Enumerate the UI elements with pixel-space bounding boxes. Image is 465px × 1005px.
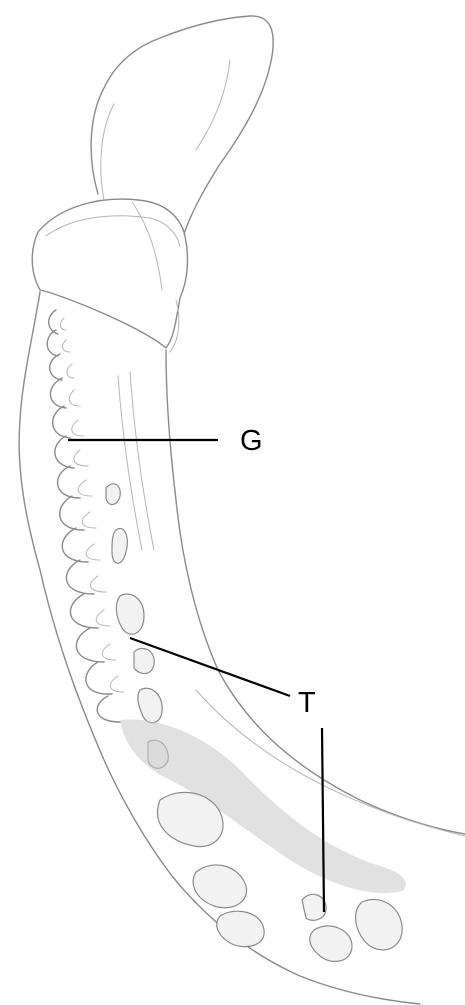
label-g: G: [240, 425, 263, 457]
proboscis-bulb: [91, 16, 273, 234]
posterior-shaded-region: [120, 720, 406, 962]
label-t: T: [298, 687, 316, 719]
label-t-leader-lower: [322, 728, 324, 912]
gill-slits: [47, 310, 124, 722]
label-t-leader-upper: [130, 638, 290, 696]
collar-ring: [32, 199, 187, 352]
label-g-group: G: [68, 425, 263, 457]
